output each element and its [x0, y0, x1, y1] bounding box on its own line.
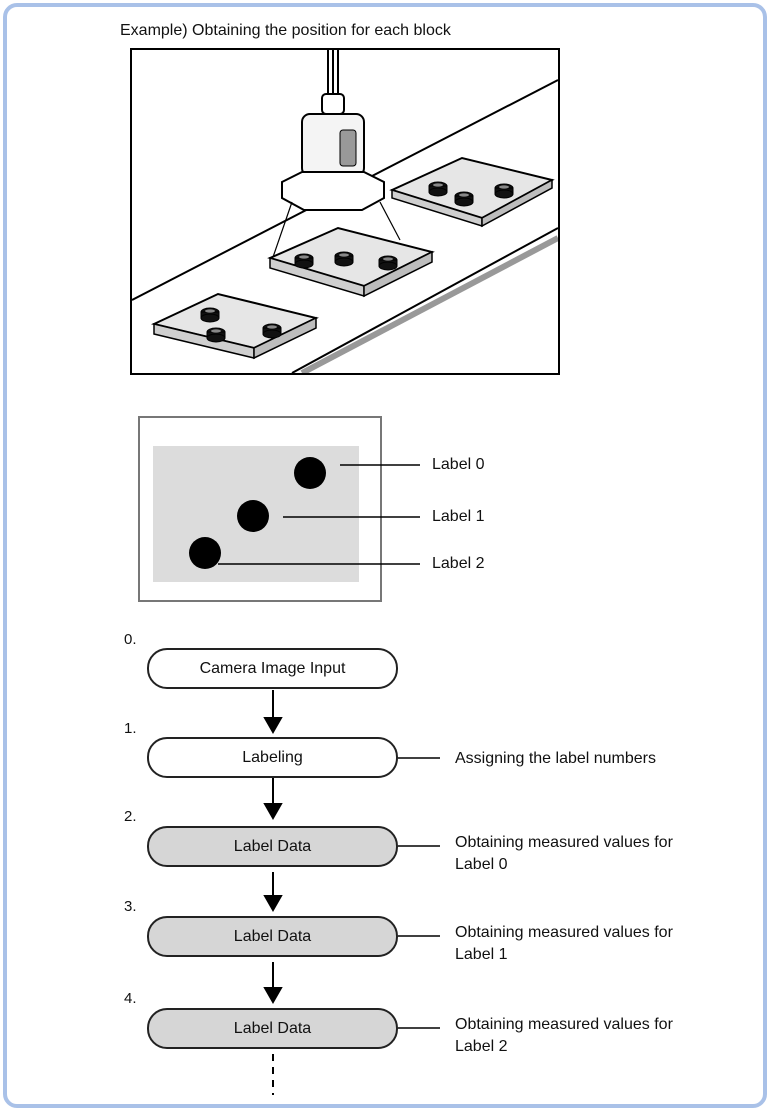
step-label-0: Camera Image Input [199, 659, 346, 677]
step-description-1: Assigning the label numbers [455, 750, 657, 767]
step-description-4-line1: Obtaining measured values for [455, 1016, 673, 1033]
step-label-1: Labeling [242, 748, 303, 766]
step-label-data-2: Label Data [147, 1008, 398, 1049]
object-label-2 [189, 537, 221, 569]
step-number-2: 2. [124, 808, 137, 825]
step-number-0: 0. [124, 631, 137, 648]
object-label-1 [237, 500, 269, 532]
step-description-4-line2: Label 2 [455, 1038, 508, 1055]
step-label-4: Label Data [233, 1019, 312, 1037]
camera-conveyor-illustration [130, 48, 560, 375]
image-label-2: Label 2 [432, 555, 485, 572]
conveyor-drawing [132, 50, 558, 373]
step-label-2: Label Data [233, 837, 312, 855]
step-label-data-1: Label Data [147, 916, 398, 957]
object-label-0 [294, 457, 326, 489]
step-description-3: Obtaining measured values for Label 1 [455, 922, 755, 966]
step-description-3-line2: Label 1 [455, 946, 508, 963]
step-number-1: 1. [124, 720, 137, 737]
image-label-0: Label 0 [432, 456, 485, 473]
step-description-2: Obtaining measured values for Label 0 [455, 832, 755, 876]
step-number-3: 3. [124, 898, 137, 915]
step-number-4: 4. [124, 990, 137, 1007]
step-camera-image-input: Camera Image Input [147, 648, 398, 689]
image-label-1: Label 1 [432, 508, 485, 525]
step-labeling: Labeling [147, 737, 398, 778]
step-label-data-0: Label Data [147, 826, 398, 867]
step-label-3: Label Data [233, 927, 312, 945]
step-description-2-line2: Label 0 [455, 856, 508, 873]
figure-caption: Example) Obtaining the position for each… [120, 22, 451, 39]
step-description-4: Obtaining measured values for Label 2 [455, 1014, 755, 1058]
step-description-2-line1: Obtaining measured values for [455, 834, 673, 851]
step-description-3-line1: Obtaining measured values for [455, 924, 673, 941]
